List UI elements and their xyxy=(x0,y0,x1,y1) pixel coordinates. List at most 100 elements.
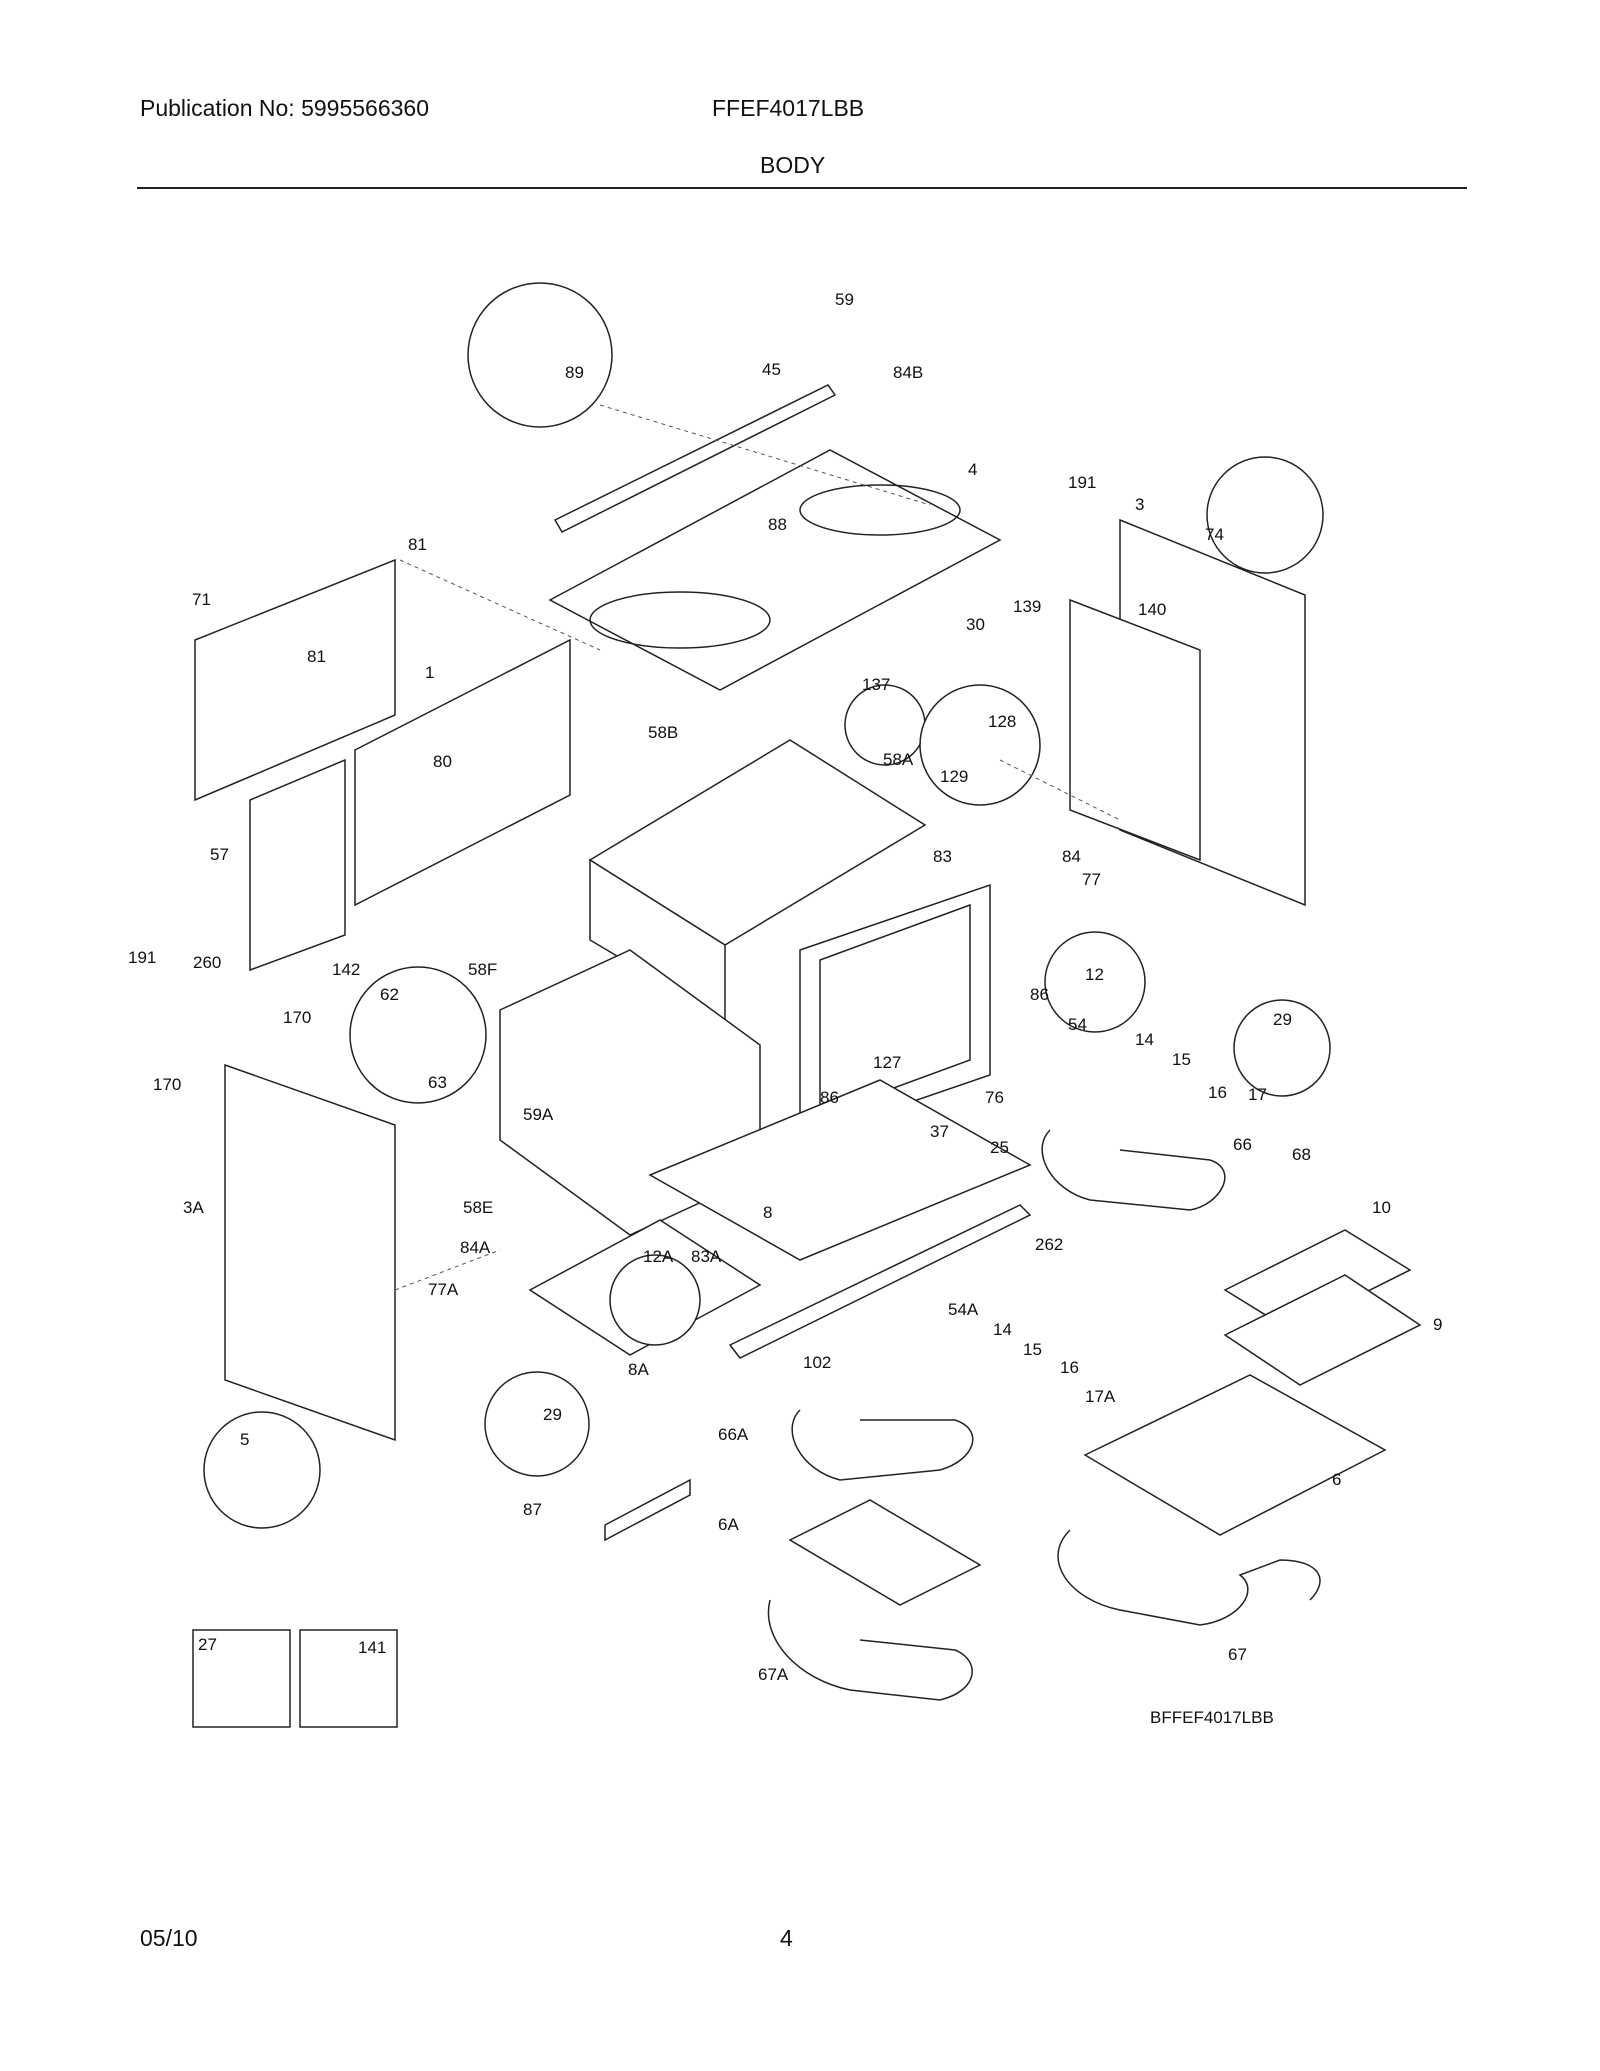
back-wall xyxy=(354,638,571,907)
label-89: 89 xyxy=(565,363,584,382)
detail-circle-74 xyxy=(1206,456,1324,574)
top-panel-recess-left xyxy=(589,591,771,649)
oven-rack xyxy=(1083,1374,1387,1536)
label-66: 66 xyxy=(1233,1135,1252,1154)
label-14: 14 xyxy=(993,1320,1012,1339)
label-63: 63 xyxy=(428,1073,447,1092)
label-191: 191 xyxy=(128,948,156,967)
label-59a: 59A xyxy=(523,1105,554,1124)
page-number: 4 xyxy=(780,1925,793,1951)
label-84: 84 xyxy=(1062,847,1081,866)
label-71: 71 xyxy=(192,590,211,609)
front-rail xyxy=(728,1204,1032,1359)
label-29: 29 xyxy=(1273,1010,1292,1029)
detail-circle-29-left xyxy=(484,1371,590,1477)
element-67a xyxy=(767,1599,973,1701)
oven-front-window xyxy=(819,903,971,1117)
top-panel-recess-right xyxy=(799,484,961,536)
label-67a: 67A xyxy=(758,1665,789,1684)
label-54a: 54A xyxy=(948,1300,979,1319)
label-170: 170 xyxy=(283,1008,311,1027)
label-88: 88 xyxy=(768,515,787,534)
label-17: 17 xyxy=(1248,1085,1267,1104)
label-59: 59 xyxy=(835,290,854,309)
label-15: 15 xyxy=(1023,1340,1042,1359)
label-102: 102 xyxy=(803,1353,831,1372)
label-139: 139 xyxy=(1013,597,1041,616)
label-86: 86 xyxy=(820,1088,839,1107)
label-54: 54 xyxy=(1068,1015,1087,1034)
section-title: BODY xyxy=(760,152,826,178)
assembly-line xyxy=(394,1249,501,1291)
inner-side-panel xyxy=(1069,598,1201,862)
oven-bottom-panel xyxy=(648,1079,1032,1261)
label-66a: 66A xyxy=(718,1425,749,1444)
label-12: 12 xyxy=(1085,965,1104,984)
label-58b: 58B xyxy=(648,723,678,742)
label-74: 74 xyxy=(1205,525,1224,544)
label-6a: 6A xyxy=(718,1515,739,1534)
label-45: 45 xyxy=(762,360,781,379)
label-58f: 58F xyxy=(468,960,497,979)
label-16: 16 xyxy=(1060,1358,1079,1377)
bake-element xyxy=(1057,1529,1321,1626)
label-16: 16 xyxy=(1208,1083,1227,1102)
detail-circle-12 xyxy=(1044,931,1146,1033)
inset-box-27 xyxy=(192,1629,291,1728)
label-67: 67 xyxy=(1228,1645,1247,1664)
diagram-code: BFFEF4017LBB xyxy=(1150,1708,1274,1727)
label-81: 81 xyxy=(408,535,427,554)
footer-date: 05/10 xyxy=(140,1925,198,1951)
label-77: 77 xyxy=(1082,870,1101,889)
label-83a: 83A xyxy=(691,1247,722,1266)
label-17a: 17A xyxy=(1085,1387,1116,1406)
top-panel xyxy=(548,449,1002,691)
detail-circle-12a xyxy=(609,1254,701,1346)
label-137: 137 xyxy=(862,675,890,694)
broil-pan xyxy=(1223,1274,1422,1386)
label-68: 68 xyxy=(1292,1145,1311,1164)
label-62: 62 xyxy=(380,985,399,1004)
label-80: 80 xyxy=(433,752,452,771)
label-260: 260 xyxy=(193,953,221,972)
label-57: 57 xyxy=(210,845,229,864)
model-number: FFEF4017LBB xyxy=(712,95,865,121)
label-29: 29 xyxy=(543,1405,562,1424)
label-262: 262 xyxy=(1035,1235,1063,1254)
label-25: 25 xyxy=(990,1138,1009,1157)
label-170: 170 xyxy=(153,1075,181,1094)
label-83: 83 xyxy=(933,847,952,866)
label-141: 141 xyxy=(358,1638,386,1657)
label-9: 9 xyxy=(1433,1315,1442,1334)
label-86: 86 xyxy=(1030,985,1049,1004)
label-8: 8 xyxy=(763,1203,772,1222)
label-127: 127 xyxy=(873,1053,901,1072)
label-140: 140 xyxy=(1138,600,1166,619)
detail-circle-128 xyxy=(919,684,1041,806)
label-3a: 3A xyxy=(183,1198,204,1217)
lower-rear-panel xyxy=(249,758,346,972)
label-37: 37 xyxy=(930,1122,949,1141)
label-5: 5 xyxy=(240,1430,249,1449)
label-6: 6 xyxy=(1332,1470,1341,1489)
oven-front-frame xyxy=(799,883,991,1142)
label-128: 128 xyxy=(988,712,1016,731)
label-58e: 58E xyxy=(463,1198,493,1217)
label-191: 191 xyxy=(1068,473,1096,492)
label-76: 76 xyxy=(985,1088,1004,1107)
label-77a: 77A xyxy=(428,1280,459,1299)
detail-circle-5 xyxy=(203,1411,321,1529)
label-58a: 58A xyxy=(883,750,914,769)
label-142: 142 xyxy=(332,960,360,979)
detail-circle-89 xyxy=(467,282,613,428)
label-84a: 84A xyxy=(460,1238,491,1257)
label-3: 3 xyxy=(1135,495,1144,514)
label-1: 1 xyxy=(425,663,434,682)
label-14: 14 xyxy=(1135,1030,1154,1049)
upper-element-66a xyxy=(791,1409,974,1481)
label-81: 81 xyxy=(307,647,326,666)
assembly-line xyxy=(599,404,931,506)
label-15: 15 xyxy=(1172,1050,1191,1069)
assembly-line xyxy=(999,759,1121,821)
